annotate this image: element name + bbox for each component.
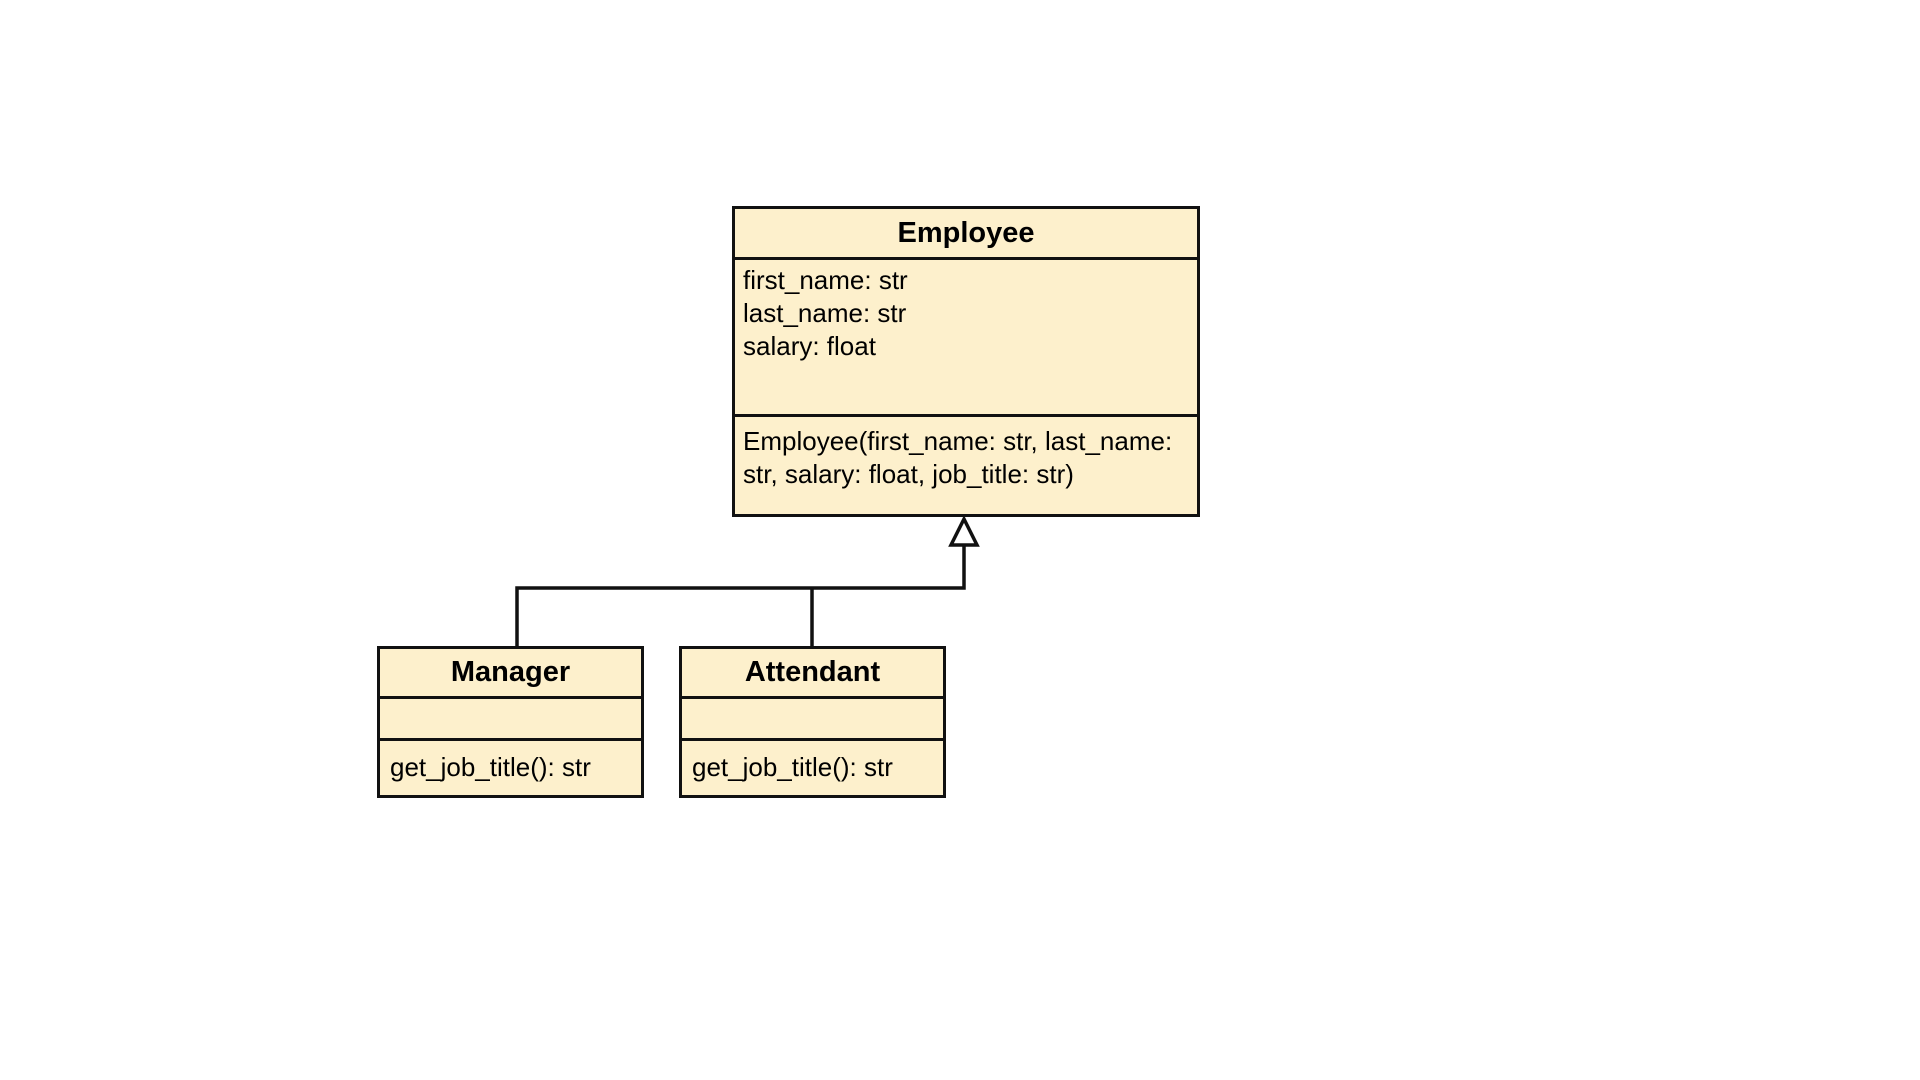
operation: get_job_title(): str — [692, 752, 893, 782]
attribute: last_name: str — [743, 298, 907, 328]
generalization-line-manager — [515, 544, 966, 646]
class-name: Attendant — [682, 649, 943, 699]
class-manager[interactable]: Manager get_job_title(): str — [377, 646, 644, 798]
operation: Employee(first_name: str, last_name: — [743, 426, 1173, 456]
operation: str, salary: float, job_title: str) — [743, 459, 1074, 489]
generalization-arrowhead — [948, 515, 980, 547]
attribute: salary: float — [743, 331, 876, 361]
operation: get_job_title(): str — [390, 752, 591, 782]
operations-compartment: get_job_title(): str — [380, 741, 641, 795]
attributes-compartment — [682, 699, 943, 741]
attribute: first_name: str — [743, 265, 908, 295]
operations-compartment: Employee(first_name: str, last_name: str… — [735, 417, 1197, 514]
class-name: Manager — [380, 649, 641, 699]
attributes-compartment — [380, 699, 641, 741]
class-name: Employee — [735, 209, 1197, 260]
class-employee[interactable]: Employee first_name: str last_name: str … — [732, 206, 1200, 517]
class-attendant[interactable]: Attendant get_job_title(): str — [679, 646, 946, 798]
operations-compartment: get_job_title(): str — [682, 741, 943, 795]
attributes-compartment: first_name: str last_name: str salary: f… — [735, 260, 1197, 417]
